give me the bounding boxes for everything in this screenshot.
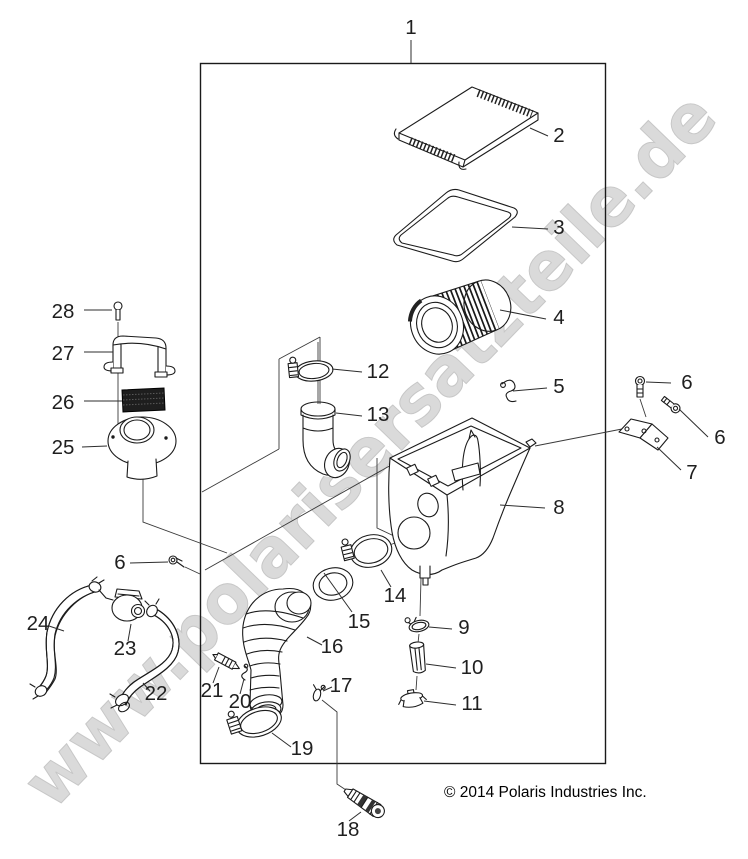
part-2-lid [393, 86, 539, 170]
part-6-bolt-upper [634, 375, 646, 398]
callout-9: 9 [458, 616, 469, 639]
part-19-clamp [226, 706, 282, 738]
part-20-pin [241, 663, 249, 681]
part-5-clip [500, 379, 517, 403]
part-10-drain-tube [409, 641, 426, 674]
part-9-mini-clamp [404, 616, 430, 633]
part-22-hose [109, 598, 180, 713]
callout-13: 13 [367, 403, 390, 426]
callout-21: 21 [201, 679, 224, 702]
part-17-clip [312, 684, 326, 702]
part-27-bracket [103, 335, 176, 378]
part-12-clamp [287, 356, 334, 382]
callout-4: 4 [553, 306, 564, 329]
callout-20: 20 [229, 690, 252, 713]
callout-10: 10 [461, 656, 484, 679]
part-11-drain-valve [398, 689, 427, 708]
callout-11: 11 [461, 692, 482, 715]
assembly-border-box [199, 62, 607, 765]
copyright-text: © 2014 Polaris Industries Inc. [444, 784, 647, 801]
callout-17: 17 [330, 674, 353, 697]
part-3-seal [393, 188, 518, 263]
part-8-airbox [388, 417, 537, 586]
part-7-bracket [618, 418, 669, 451]
callout-15: 15 [348, 610, 371, 633]
part-26-filter-media [121, 387, 166, 413]
callout-1: 1 [405, 16, 416, 39]
part-23-valve [98, 588, 146, 622]
part-4-filter [407, 278, 512, 355]
callout-24: 24 [27, 612, 50, 635]
part-18-fitting [343, 788, 385, 819]
part-6-bolt-lower [660, 395, 681, 414]
callout-5: 5 [553, 375, 564, 398]
part-14-clamp [340, 534, 393, 568]
callout-28: 28 [52, 300, 75, 323]
callout-22: 22 [145, 682, 168, 705]
callout-6b: 6 [714, 426, 725, 449]
callout-26: 26 [52, 391, 75, 414]
part-6-bolt-left [168, 555, 185, 568]
callout-18: 18 [337, 818, 360, 841]
callout-2: 2 [553, 124, 564, 147]
callout-6c: 6 [114, 551, 125, 574]
callout-27: 27 [52, 342, 75, 365]
part-21-fitting [212, 652, 240, 670]
callout-8: 8 [553, 496, 564, 519]
part-13-elbow-duct [300, 401, 351, 479]
part-16-intake-duct [242, 587, 312, 719]
callout-19: 19 [291, 737, 314, 760]
part-25-breather-plate [107, 416, 177, 480]
callout-3: 3 [553, 216, 564, 239]
callout-16: 16 [321, 635, 344, 658]
callout-6a: 6 [681, 371, 692, 394]
callout-23: 23 [114, 637, 137, 660]
callout-25: 25 [52, 436, 75, 459]
callout-14: 14 [384, 584, 407, 607]
part-15-seal-ring [312, 567, 354, 601]
leader-lines [48, 40, 709, 822]
callout-12: 12 [367, 360, 390, 383]
part-24-hose [29, 576, 105, 700]
callout-7: 7 [686, 461, 697, 484]
